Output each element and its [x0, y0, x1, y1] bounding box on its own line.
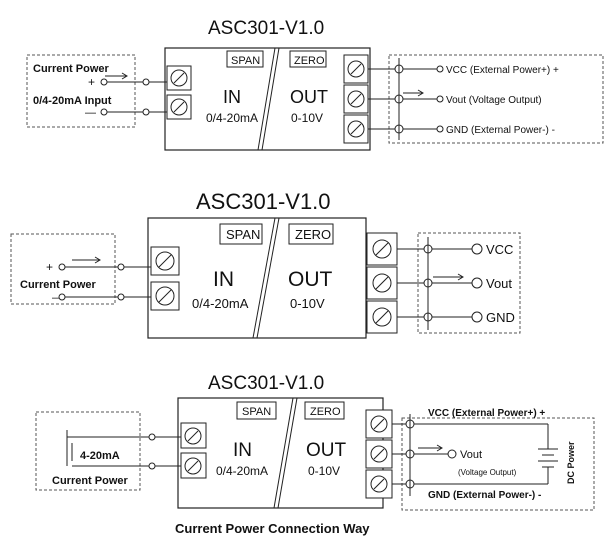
diagram-3-span-label: SPAN: [242, 406, 271, 418]
diagram-2-source-box: [10, 233, 116, 305]
diagram-2-in-label: IN: [213, 268, 234, 291]
diagram-1-vcc-label: VCC (External Power+) +: [446, 65, 559, 76]
diagram-2-vcc-label: VCC: [486, 242, 513, 257]
diagram-2-span-box: [219, 223, 263, 245]
diagram-3-divider: [273, 397, 294, 509]
diagram-1-plus-sign: +: [88, 75, 95, 89]
dc-battery-icon: [538, 424, 558, 484]
diagram-1-source-title: Current Power: [33, 63, 110, 75]
diagram-3-vcc-label: VCC (External Power+) +: [428, 408, 545, 419]
diagram-3-source-title: Current Power: [52, 475, 129, 487]
diagram-3-module-body: [177, 397, 384, 509]
diagram-3-title: ASC301-V1.0: [208, 373, 324, 394]
diagram-2-span-label: SPAN: [226, 227, 260, 242]
diagram-1-zero-box: [289, 50, 327, 68]
diagram-1-minus-sign: —: [85, 107, 96, 119]
diagram-1: ASC301-V1.0 SPAN ZERO IN 0/4-20mA OUT 0-…: [26, 18, 604, 151]
diagram-1-span-box: [226, 50, 264, 68]
diagram-2-title: ASC301-V1.0: [196, 189, 331, 214]
diagram-2-divider: [252, 217, 276, 339]
diagram-1-divider: [257, 47, 276, 151]
diagram-1-source-sub: 0/4-20mA Input: [33, 95, 112, 107]
diagram-1-zero-label: ZERO: [294, 55, 325, 67]
diagram-2-output-box: [417, 232, 521, 334]
diagram-2-out-label: OUT: [288, 268, 333, 291]
diagram-1-module-body: [164, 47, 371, 151]
diagram-1-out-range: 0-10V: [291, 111, 323, 125]
diagram-2-zero-label: ZERO: [295, 227, 331, 242]
diagram-3-vout-label: Vout: [460, 449, 482, 461]
current-source-icon: [66, 430, 73, 466]
diagram-2-in-range: 0/4-20mA: [192, 296, 249, 311]
diagram-1-span-label: SPAN: [231, 55, 260, 67]
diagram-2-plus-sign: +: [46, 260, 53, 274]
diagram-3: ASC301-V1.0 SPAN ZERO IN 0/4-20mA OUT 0-…: [35, 373, 595, 511]
diagram-3-source-sub: 4-20mA: [80, 450, 120, 462]
diagram-2: ASC301-V1.0 SPAN ZERO IN 0/4-20mA OUT 0-…: [10, 189, 521, 339]
diagram-2-gnd-label: GND: [486, 310, 515, 325]
diagram-2-out-range: 0-10V: [290, 296, 325, 311]
diagram-3-in-label: IN: [233, 440, 252, 461]
diagram-1-out-label: OUT: [290, 87, 328, 107]
diagram-3-in-range: 0/4-20mA: [216, 464, 268, 478]
diagram-1-vout-label: Vout (Voltage Output): [446, 95, 542, 106]
diagram-1-title: ASC301-V1.0: [208, 18, 324, 39]
diagram-3-output-terminal-vcc: [365, 409, 393, 439]
diagram-2-zero-box: [288, 223, 334, 245]
diagram-3-output-box: [401, 417, 595, 511]
diagram-3-zero-box: [304, 401, 345, 420]
diagram-3-span-box: [236, 401, 277, 420]
diagram-3-zero-label: ZERO: [310, 406, 341, 418]
caption: Current Power Connection Way: [175, 521, 370, 536]
diagram-2-source-title: Current Power: [20, 279, 97, 291]
diagram-3-vout-sub: (Voltage Output): [458, 468, 517, 477]
diagram-2-minus-sign: —: [52, 292, 63, 304]
diagram-1-in-range: 0/4-20mA: [206, 111, 258, 125]
diagram-3-gnd-label: GND (External Power-) -: [428, 490, 541, 501]
diagram-3-out-label: OUT: [306, 440, 347, 461]
diagram-3-source-box: [35, 411, 141, 491]
diagram-1-in-label: IN: [223, 87, 241, 107]
diagram-1-gnd-label: GND (External Power-) -: [446, 125, 555, 136]
diagram-3-out-range: 0-10V: [308, 464, 340, 478]
diagram-2-vout-label: Vout: [486, 276, 512, 291]
diagram-3-dc-power-label: DC Power: [566, 441, 576, 484]
